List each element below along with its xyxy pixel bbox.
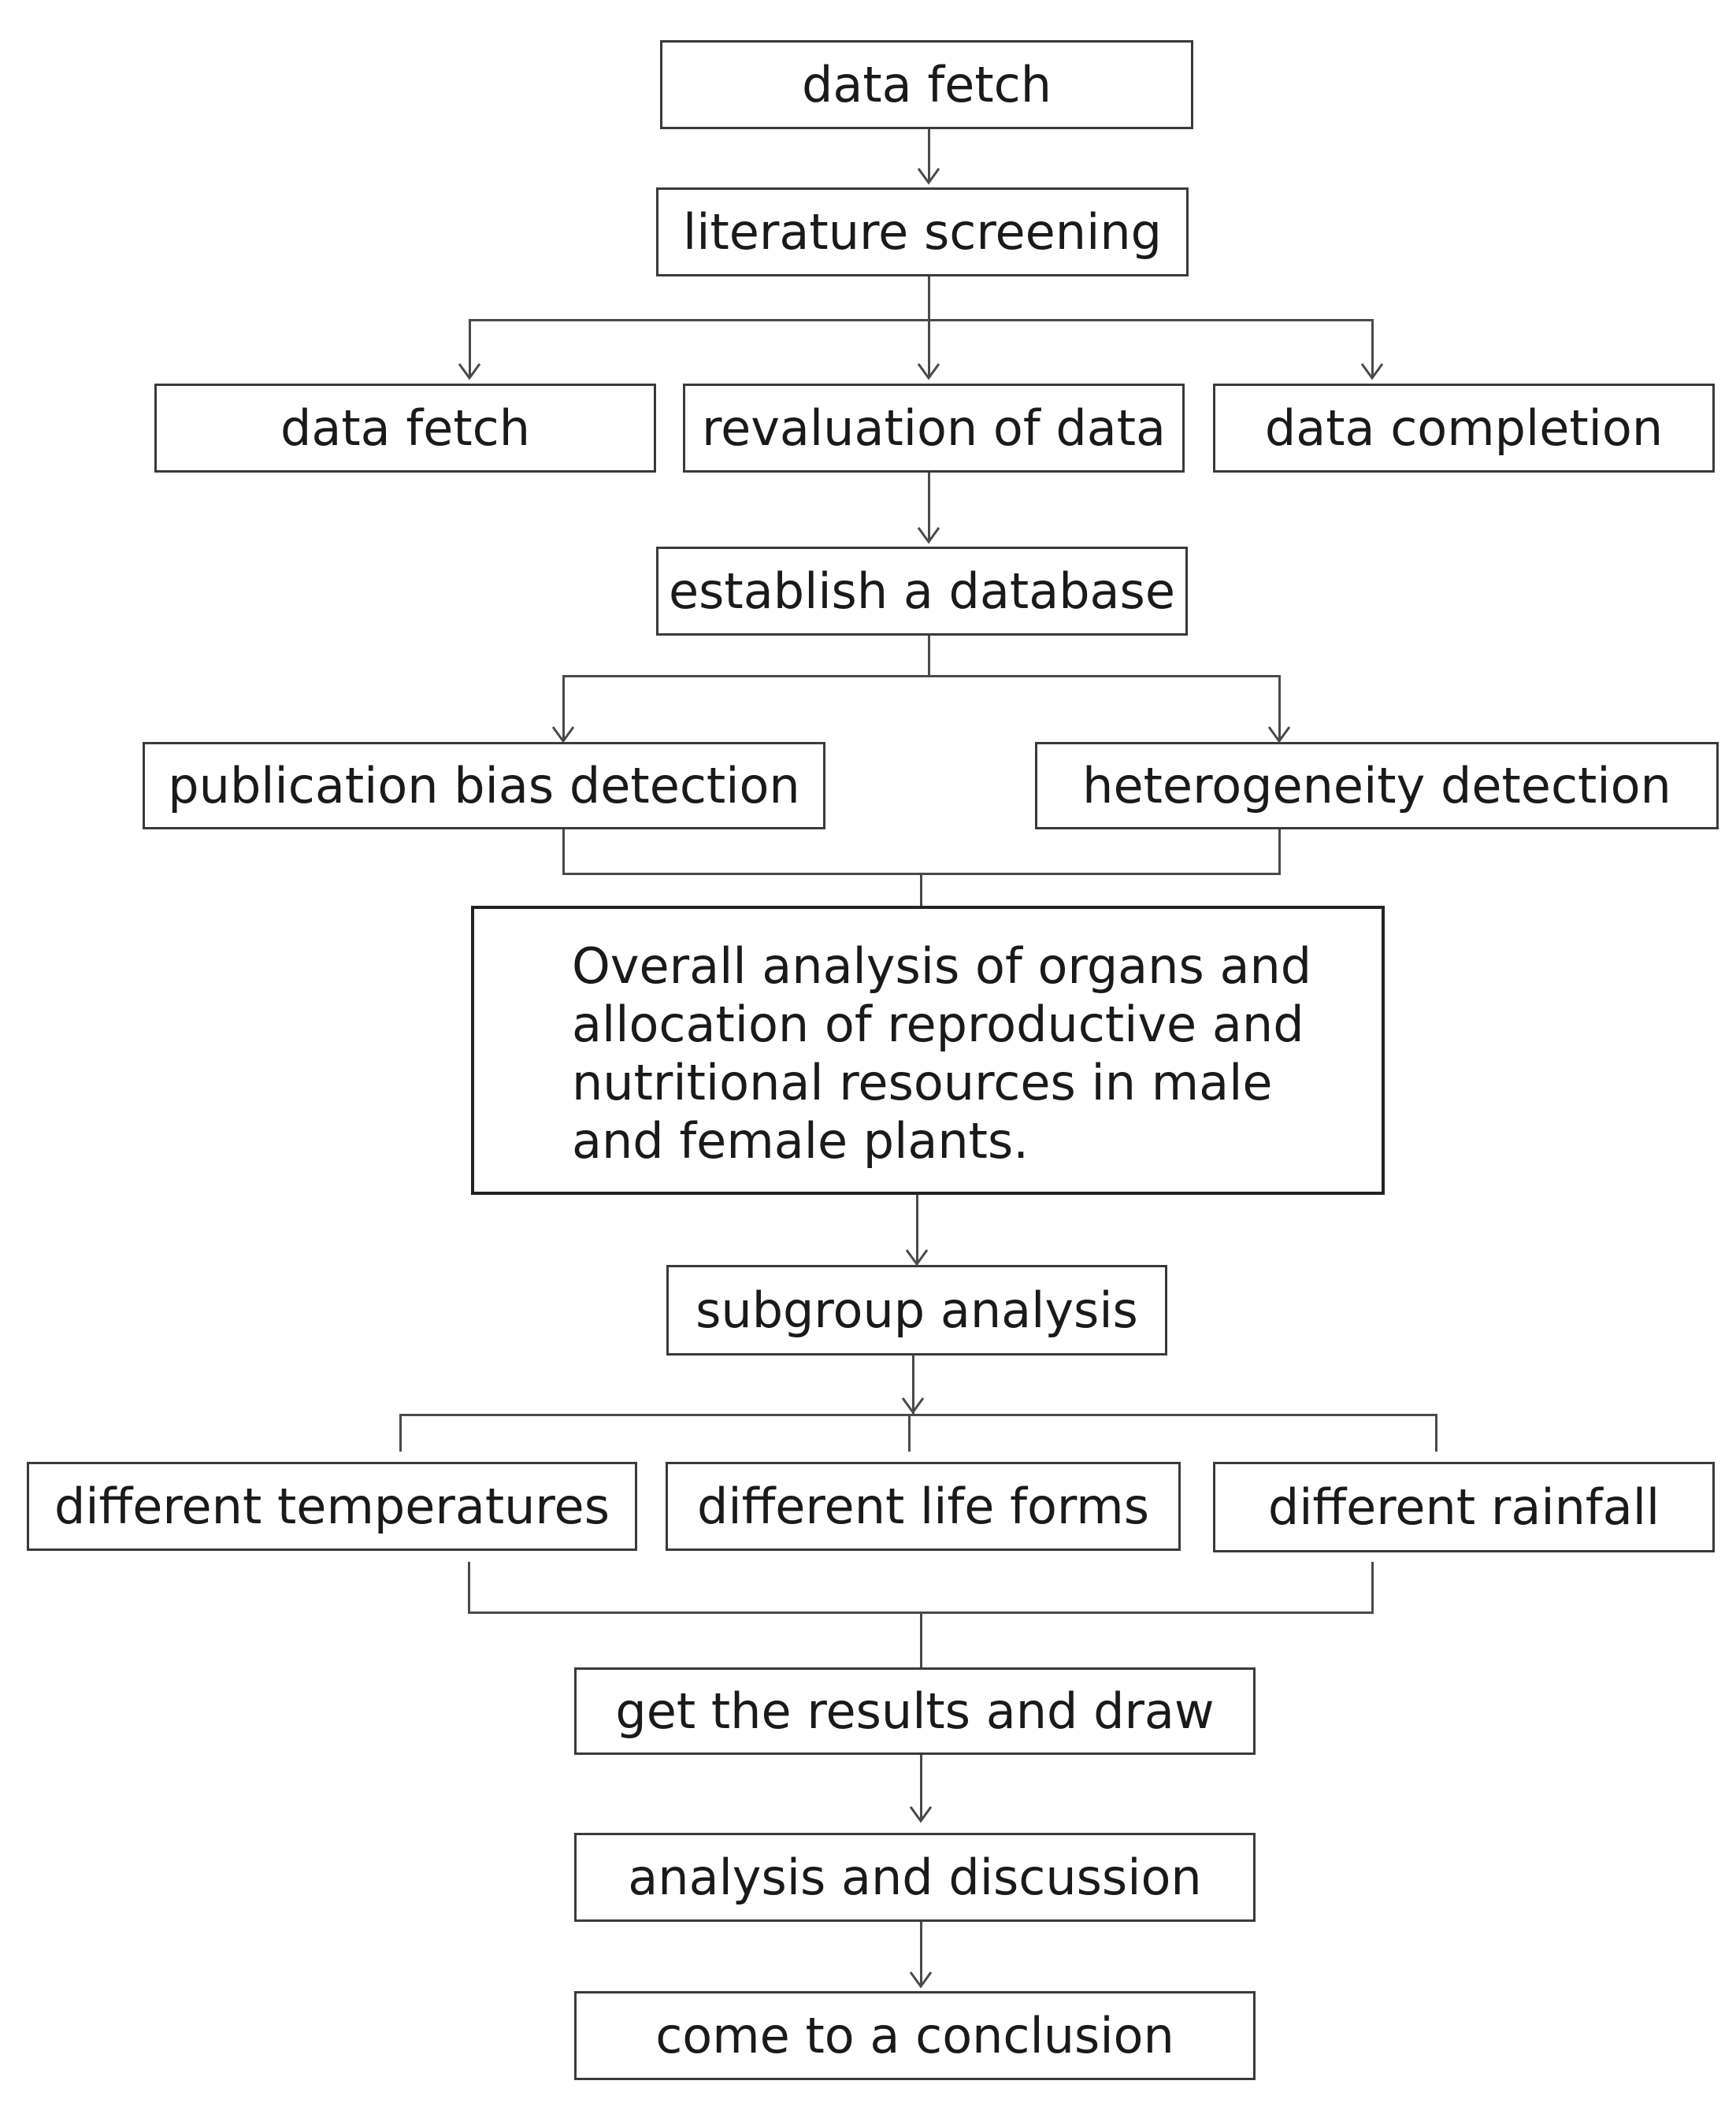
step-analysis-and-discussion: analysis and discussion bbox=[574, 1833, 1256, 1922]
step-different-rainfall: different rainfall bbox=[1213, 1462, 1715, 1552]
step-literature-screening: literature screening bbox=[656, 187, 1189, 276]
connector-temperatures-up bbox=[468, 1562, 470, 1614]
connector-branch-to-life-forms bbox=[908, 1414, 911, 1452]
step-different-life-forms: different life forms bbox=[666, 1462, 1181, 1551]
step-get-the-results: get the results and draw bbox=[574, 1667, 1256, 1755]
connector-rainfall-up bbox=[1371, 1562, 1374, 1614]
step-revaluation-of-data: revaluation of data bbox=[683, 384, 1185, 473]
arrow-head-icon bbox=[1267, 726, 1291, 744]
connector-overall-to-subgroup bbox=[916, 1195, 918, 1264]
arrow-head-icon bbox=[901, 1397, 925, 1415]
connector-branch-to-rainfall bbox=[1435, 1414, 1437, 1452]
step-different-temperatures: different temperatures bbox=[27, 1462, 637, 1551]
arrow-head-icon bbox=[917, 527, 940, 544]
arrow-head-icon bbox=[917, 168, 940, 185]
arrow-head-icon bbox=[917, 363, 940, 380]
step-data-fetch: data fetch bbox=[154, 384, 656, 473]
arrow-head-icon bbox=[909, 1971, 933, 1989]
arrow-head-icon bbox=[1360, 363, 1384, 380]
connector-fetch-to-screening bbox=[928, 129, 930, 183]
connector-publication-bias-up bbox=[562, 829, 565, 875]
step-overall-analysis: Overall analysis of organs and allocatio… bbox=[471, 906, 1385, 1195]
connector-merge-to-results bbox=[920, 1611, 922, 1668]
step-data-completion: data completion bbox=[1213, 384, 1715, 473]
arrow-head-icon bbox=[905, 1249, 929, 1267]
connector-merge-to-overall bbox=[920, 873, 922, 907]
connector-results-to-analysis bbox=[920, 1755, 922, 1821]
step-come-to-conclusion: come to a conclusion bbox=[574, 1991, 1256, 2080]
connector-branch-to-data-completion bbox=[1371, 319, 1374, 377]
connector-screening-down bbox=[928, 276, 930, 377]
connector-analysis-to-conclusion bbox=[920, 1922, 922, 1986]
connector-database-down bbox=[928, 636, 930, 677]
arrow-head-icon bbox=[551, 726, 575, 744]
connector-database-branch bbox=[562, 675, 1281, 677]
step-publication-bias-detection: publication bias detection bbox=[143, 742, 825, 829]
connector-revaluation-to-database bbox=[928, 473, 930, 542]
step-establish-database: establish a database bbox=[656, 547, 1188, 636]
connector-heterogeneity-up bbox=[1278, 829, 1281, 875]
connector-branch-to-publication-bias bbox=[562, 675, 565, 741]
connector-screening-branch bbox=[469, 319, 1374, 321]
connector-branch-to-data-fetch bbox=[469, 319, 471, 377]
connector-branch-to-temperatures bbox=[399, 1414, 402, 1452]
connector-subgroup-branch bbox=[399, 1414, 1437, 1416]
connector-branch-to-heterogeneity bbox=[1278, 675, 1281, 741]
step-data-fetch-top: data fetch bbox=[660, 40, 1193, 129]
arrow-head-icon bbox=[458, 363, 481, 380]
arrow-head-icon bbox=[909, 1806, 933, 1823]
connector-subgroup-down bbox=[912, 1356, 914, 1415]
step-heterogeneity-detection: heterogeneity detection bbox=[1035, 742, 1719, 829]
step-subgroup-analysis: subgroup analysis bbox=[666, 1265, 1167, 1356]
